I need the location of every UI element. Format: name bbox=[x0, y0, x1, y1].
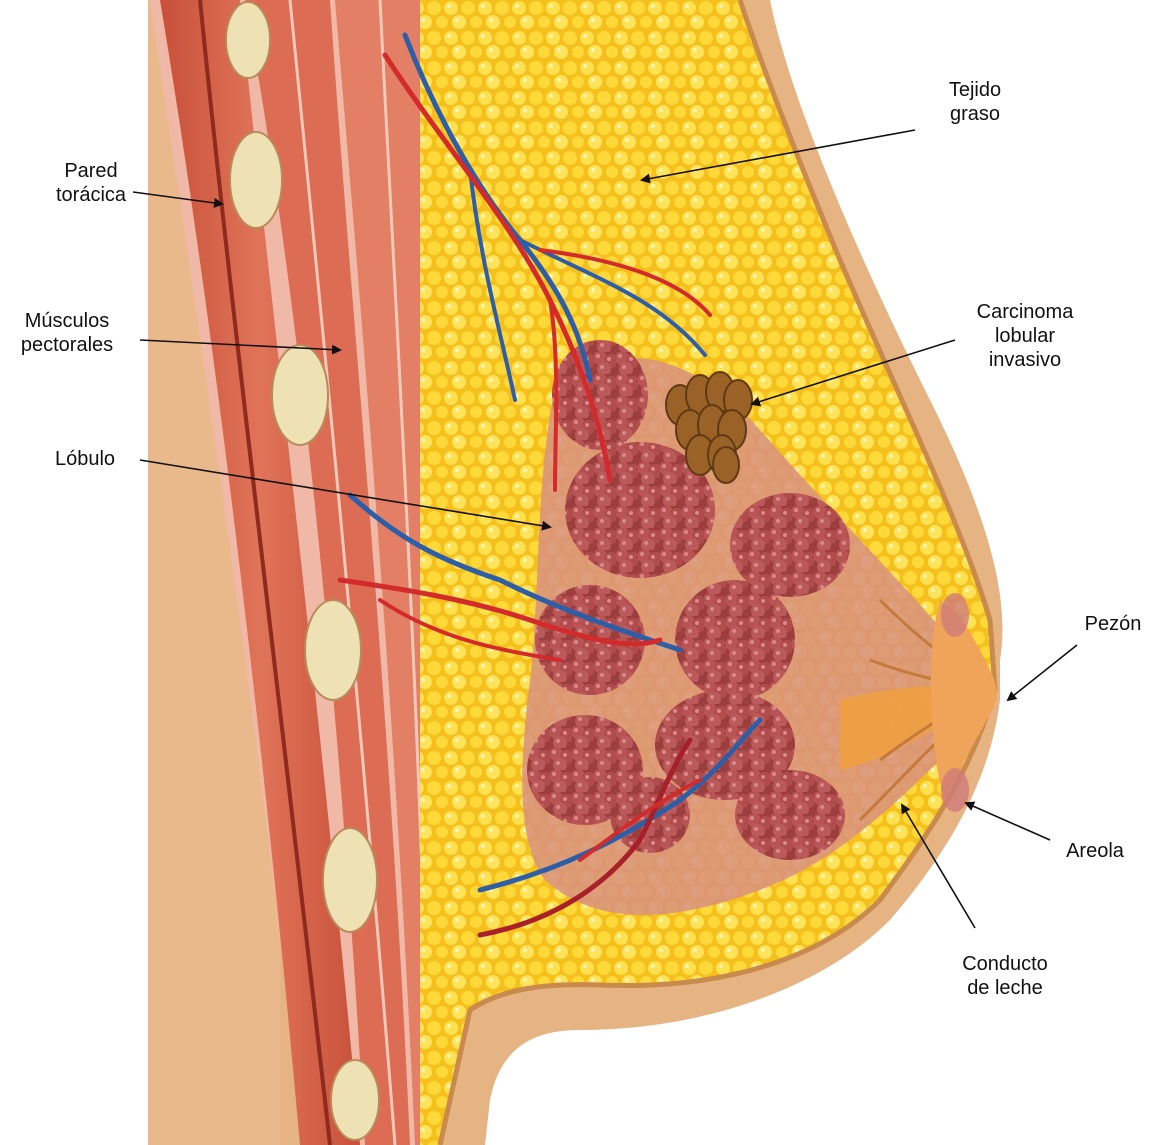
lobule bbox=[735, 770, 845, 860]
label-pared-toracica: Pared torácica bbox=[36, 159, 146, 207]
rib bbox=[226, 2, 270, 78]
label-conducto-de-leche: Conducto de leche bbox=[940, 952, 1070, 1000]
rib bbox=[331, 1060, 379, 1140]
rib bbox=[272, 345, 328, 445]
lobule bbox=[730, 493, 850, 597]
lobule bbox=[675, 580, 795, 700]
rib bbox=[323, 828, 377, 932]
rib bbox=[230, 132, 282, 228]
rib bbox=[305, 600, 361, 700]
label-carcinoma-lobular-invasivo: Carcinoma lobular invasivo bbox=[960, 300, 1090, 372]
label-musculos-pectorales: Músculos pectorales bbox=[4, 309, 130, 357]
arrow-pezon bbox=[1008, 645, 1077, 700]
label-areola: Areola bbox=[1045, 839, 1145, 863]
label-pezon: Pezón bbox=[1070, 612, 1156, 636]
label-lobulo: Lóbulo bbox=[30, 447, 140, 471]
label-tejido-graso: Tejido graso bbox=[920, 78, 1030, 126]
arrow-areola bbox=[966, 803, 1050, 840]
